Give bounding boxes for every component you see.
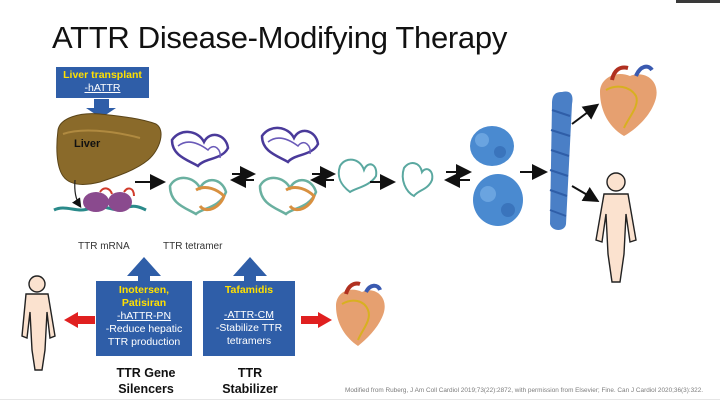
amyloid-fibril-icon — [550, 92, 573, 231]
silencer-box: Inotersen, Patisiran -hATTR-PN -Reduce h… — [96, 281, 192, 356]
citation-text: Modified from Ruberg, J Am Coll Cardiol … — [345, 387, 703, 394]
stabilizer-label: TTR Stabilizer — [208, 365, 292, 397]
silencer-drug-2: Patisiran — [96, 297, 192, 310]
silencer-label: TTR Gene Silencers — [104, 365, 188, 397]
silencer-indication: -hATTR-PN — [96, 310, 192, 323]
ttr-dimer-icon — [339, 160, 377, 192]
human-figure-right-icon — [596, 173, 636, 282]
stabilizer-label-line-2: Stabilizer — [208, 381, 292, 397]
silencer-label-line-2: Silencers — [104, 381, 188, 397]
stabilizer-red-arrow — [301, 312, 332, 328]
silencer-effect-2: TTR production — [96, 336, 192, 349]
tetramer-label: TTR tetramer — [163, 241, 222, 252]
stabilized-tetramer-icon — [260, 128, 318, 214]
stabilizer-drug: Tafamidis — [203, 284, 295, 297]
silencer-red-arrow — [64, 312, 95, 328]
ttr-monomer-icon — [403, 163, 433, 196]
stabilizer-effect-2: tetramers — [203, 335, 295, 348]
heart-bottom-icon — [336, 283, 385, 346]
heart-icon — [600, 67, 657, 136]
stabilizer-box: Tafamidis -ATTR-CM -Stabilize TTR tetram… — [203, 281, 295, 356]
liver-label: Liver — [74, 138, 100, 150]
stabilizer-indication: -ATTR-CM — [203, 309, 295, 322]
liver-icon — [57, 114, 161, 185]
bottom-divider — [0, 399, 720, 400]
human-figure-left-icon — [22, 276, 55, 370]
silencer-drug-1: Inotersen, — [96, 284, 192, 297]
ttr-tetramer-icon — [170, 132, 228, 214]
amyloid-aggregate-icon — [470, 126, 523, 226]
ribosome-icon — [83, 192, 109, 212]
silencer-label-line-1: TTR Gene — [104, 365, 188, 381]
stabilizer-label-line-1: TTR — [208, 365, 292, 381]
stabilizer-effect-1: -Stabilize TTR — [203, 322, 295, 335]
mrna-label: TTR mRNA — [78, 241, 130, 252]
silencer-effect-1: -Reduce hepatic — [96, 323, 192, 336]
